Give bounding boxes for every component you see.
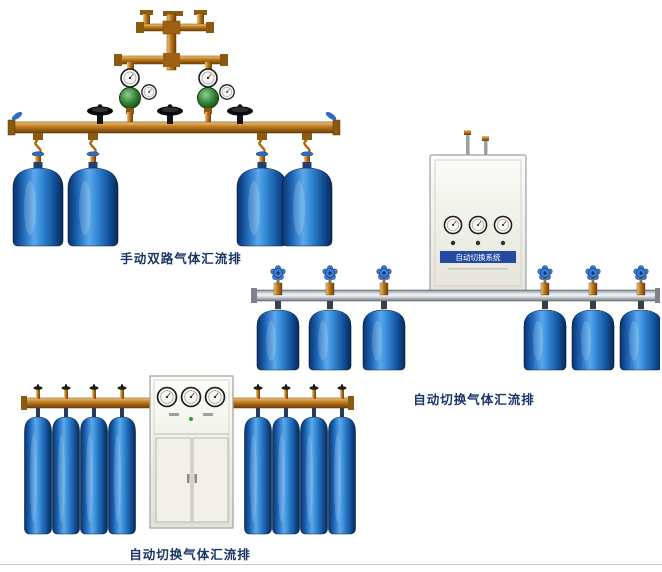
cylinder-valve	[253, 384, 263, 417]
cabinet-gauge	[443, 215, 463, 235]
hand-valve-wheel	[87, 104, 113, 124]
indicator-light	[189, 417, 193, 421]
caption-auto-switch-manifold-b: 自动切换气体汇流排	[129, 548, 251, 562]
product-figure-auto-switch-manifold-a: 自动切换系统	[250, 130, 660, 375]
cabinet-gauge	[204, 386, 226, 408]
pressure-regulator-right	[197, 68, 235, 124]
pressure-gauge	[141, 84, 157, 100]
auto-switch-manifold-b-illustration	[21, 375, 356, 535]
cylinder-valve	[585, 264, 601, 309]
gas-cylinder	[244, 416, 272, 535]
gas-cylinder	[272, 416, 300, 535]
cylinder-valve	[117, 384, 127, 417]
control-cabinet: 自动切换系统	[429, 130, 527, 292]
blue-valve-wheel	[322, 264, 338, 281]
gas-cylinder	[523, 309, 567, 371]
cylinder-valve	[270, 264, 286, 309]
pressure-gauge	[219, 84, 235, 100]
bottom-divider	[0, 564, 662, 565]
blue-valve-wheel	[633, 264, 649, 281]
caption-auto-switch-manifold-a: 自动切换气体汇流排	[413, 393, 535, 407]
product-figure-auto-switch-manifold-b	[15, 372, 360, 542]
gas-cylinder	[328, 416, 356, 535]
pressure-regulator-left	[119, 68, 157, 124]
cylinder-valve	[61, 384, 71, 417]
cylinder-valve	[322, 264, 338, 309]
auto-switch-manifold-a-illustration: 自动切换系统	[251, 130, 660, 371]
blue-valve-wheel	[585, 264, 601, 281]
gas-cylinder	[67, 167, 119, 247]
cabinet-door-left	[155, 437, 192, 523]
cylinder-valve	[309, 384, 319, 417]
gas-cylinder	[80, 416, 108, 535]
product-figure-manual-dual-manifold	[5, 8, 345, 248]
gas-cylinder	[362, 309, 406, 371]
gas-cylinder	[300, 416, 328, 535]
gas-cylinder	[256, 309, 300, 371]
gas-cylinder	[108, 416, 136, 535]
manifold-pipe	[251, 288, 660, 303]
cylinder-valve	[337, 384, 347, 417]
gas-cylinder	[52, 416, 80, 535]
blue-valve-wheel	[376, 264, 392, 281]
gas-cylinder	[619, 309, 660, 371]
manifold-pipe	[7, 111, 341, 136]
cabinet-gauge	[468, 215, 488, 235]
cabinet-door-right	[192, 437, 229, 523]
cylinder-valve	[537, 264, 553, 309]
blue-valve-wheel	[270, 264, 286, 281]
cylinder-valve	[633, 264, 649, 309]
end-valve-handle	[325, 111, 337, 121]
top-inlet-assembly	[136, 10, 214, 71]
pressure-gauge	[120, 68, 140, 88]
gas-cylinder	[12, 167, 64, 247]
end-valve-handle	[11, 111, 23, 121]
gas-cylinder	[308, 309, 352, 371]
cabinet-gauge	[493, 215, 513, 235]
cabinet-gauge	[156, 386, 178, 408]
gas-cylinder	[571, 309, 615, 371]
pressure-gauge	[198, 68, 218, 88]
cylinder-valve	[376, 264, 392, 309]
caption-manual-dual-manifold: 手动双路气体汇流排	[120, 252, 242, 266]
control-cabinet	[149, 375, 234, 529]
manual-dual-manifold-illustration	[7, 10, 341, 247]
hand-valve-wheel	[227, 104, 253, 124]
cylinder-valve	[33, 384, 43, 417]
hand-valve-wheel	[157, 104, 183, 124]
blue-valve-wheel	[537, 264, 553, 281]
cabinet-label: 自动切换系统	[456, 252, 501, 262]
cylinder-valve	[281, 384, 291, 417]
cylinder-connections	[31, 133, 314, 168]
gas-cylinder	[24, 416, 52, 535]
cabinet-gauge	[180, 386, 202, 408]
cylinder-valve	[89, 384, 99, 417]
cabinet-label-plate	[440, 251, 516, 263]
gas-cylinders	[256, 309, 660, 371]
